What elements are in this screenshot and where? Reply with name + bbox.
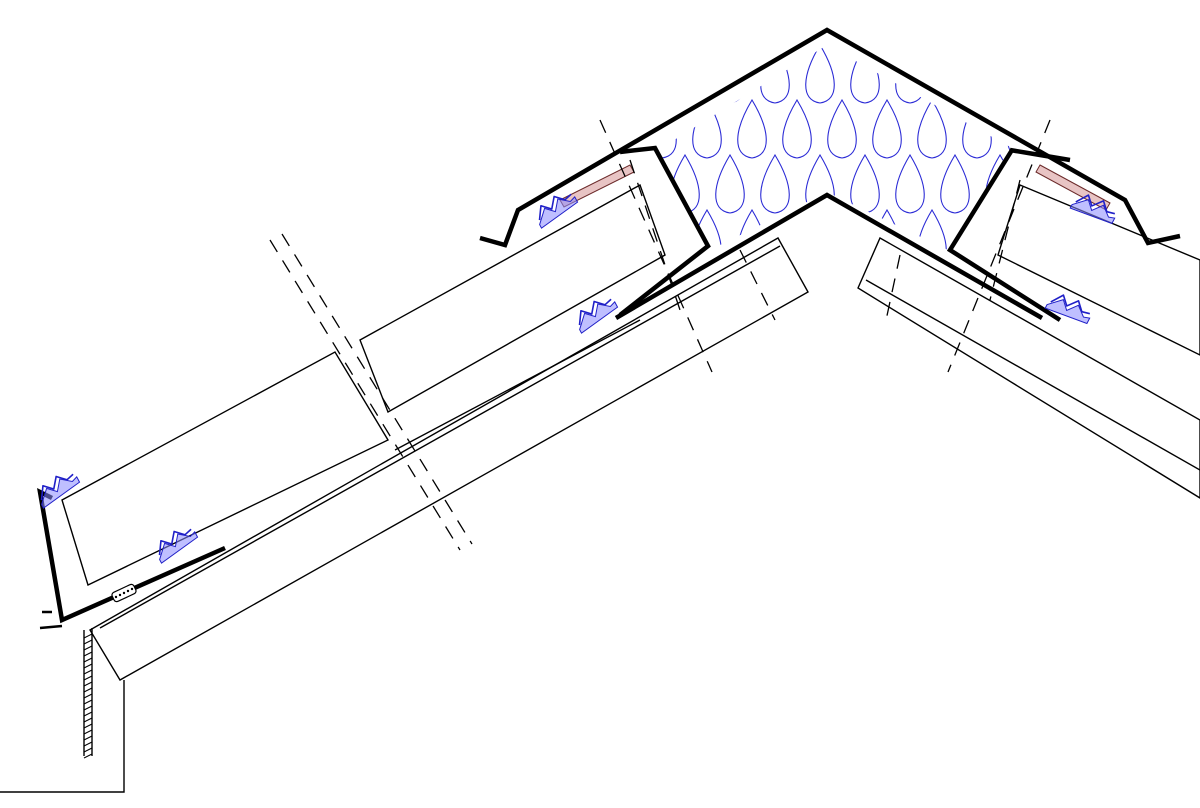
right-roof-sheet	[857, 237, 1200, 499]
right-sheet-outline	[857, 237, 1200, 499]
break-lines	[269, 119, 1051, 551]
break-line	[269, 239, 461, 551]
left-tile-ledge	[394, 319, 641, 451]
clip-bracket	[158, 528, 199, 564]
insulation-cell	[737, 98, 767, 159]
left-tiles	[61, 183, 666, 586]
clip-bracket	[578, 298, 619, 334]
insulation-cell	[940, 153, 970, 214]
clip-bracket	[1044, 294, 1091, 325]
break-line	[947, 119, 1051, 373]
eave-foam-filler	[111, 583, 137, 603]
insulation-cell	[760, 153, 790, 214]
insulation-cell	[827, 98, 857, 159]
right-sheet-inner-line	[865, 279, 1200, 471]
break-line	[989, 179, 1021, 301]
insulation-cell	[827, 208, 857, 250]
ridge-right-leg	[946, 148, 1062, 322]
ridge-left-leg	[618, 145, 711, 317]
break-line	[599, 119, 713, 373]
insulation-cell	[985, 45, 1012, 104]
break-line	[281, 233, 473, 545]
break-line	[739, 249, 776, 321]
insulation-cell	[917, 208, 947, 250]
insulation-cell	[782, 98, 812, 159]
panel-clips	[40, 193, 1116, 564]
insulation-cell	[850, 153, 880, 214]
insulation-fill	[626, 45, 1012, 250]
insulation-cell	[692, 98, 722, 159]
ridge-right-lip	[1009, 147, 1071, 163]
insulation-cell	[715, 153, 745, 214]
fascia-hatch	[83, 633, 93, 759]
left-tile-lower	[61, 351, 389, 586]
clip-bracket	[1069, 194, 1116, 225]
wall-line	[0, 680, 125, 793]
ridge-inner-flashing	[614, 192, 1044, 320]
break-line	[629, 159, 681, 311]
insulation-cell	[805, 45, 835, 104]
insulation-cell	[895, 153, 925, 214]
clip-bracket	[40, 473, 81, 509]
fascia-board	[0, 628, 125, 793]
insulation-cell	[1007, 208, 1012, 250]
insulation-cell	[670, 45, 700, 104]
insulation-cell	[872, 98, 902, 159]
insulation-cell	[626, 155, 655, 213]
ridge-flashing	[479, 27, 1181, 322]
insulation-cell	[917, 98, 947, 159]
insulation-cell	[626, 45, 655, 103]
eave-flashing-left	[37, 487, 226, 624]
insulation-cell	[872, 208, 902, 250]
left-sheet-outline	[89, 237, 809, 681]
left-roof-sheet	[89, 237, 809, 681]
eave-drip-lower	[39, 624, 63, 630]
ridge-cap-outer	[479, 27, 1181, 248]
break-line	[884, 254, 901, 326]
left-tile-upper	[359, 183, 666, 414]
left-sheet-inner-line	[99, 245, 781, 629]
insulation-cell	[940, 45, 970, 104]
eave-flashing	[37, 487, 226, 630]
clip-bracket	[538, 193, 579, 229]
